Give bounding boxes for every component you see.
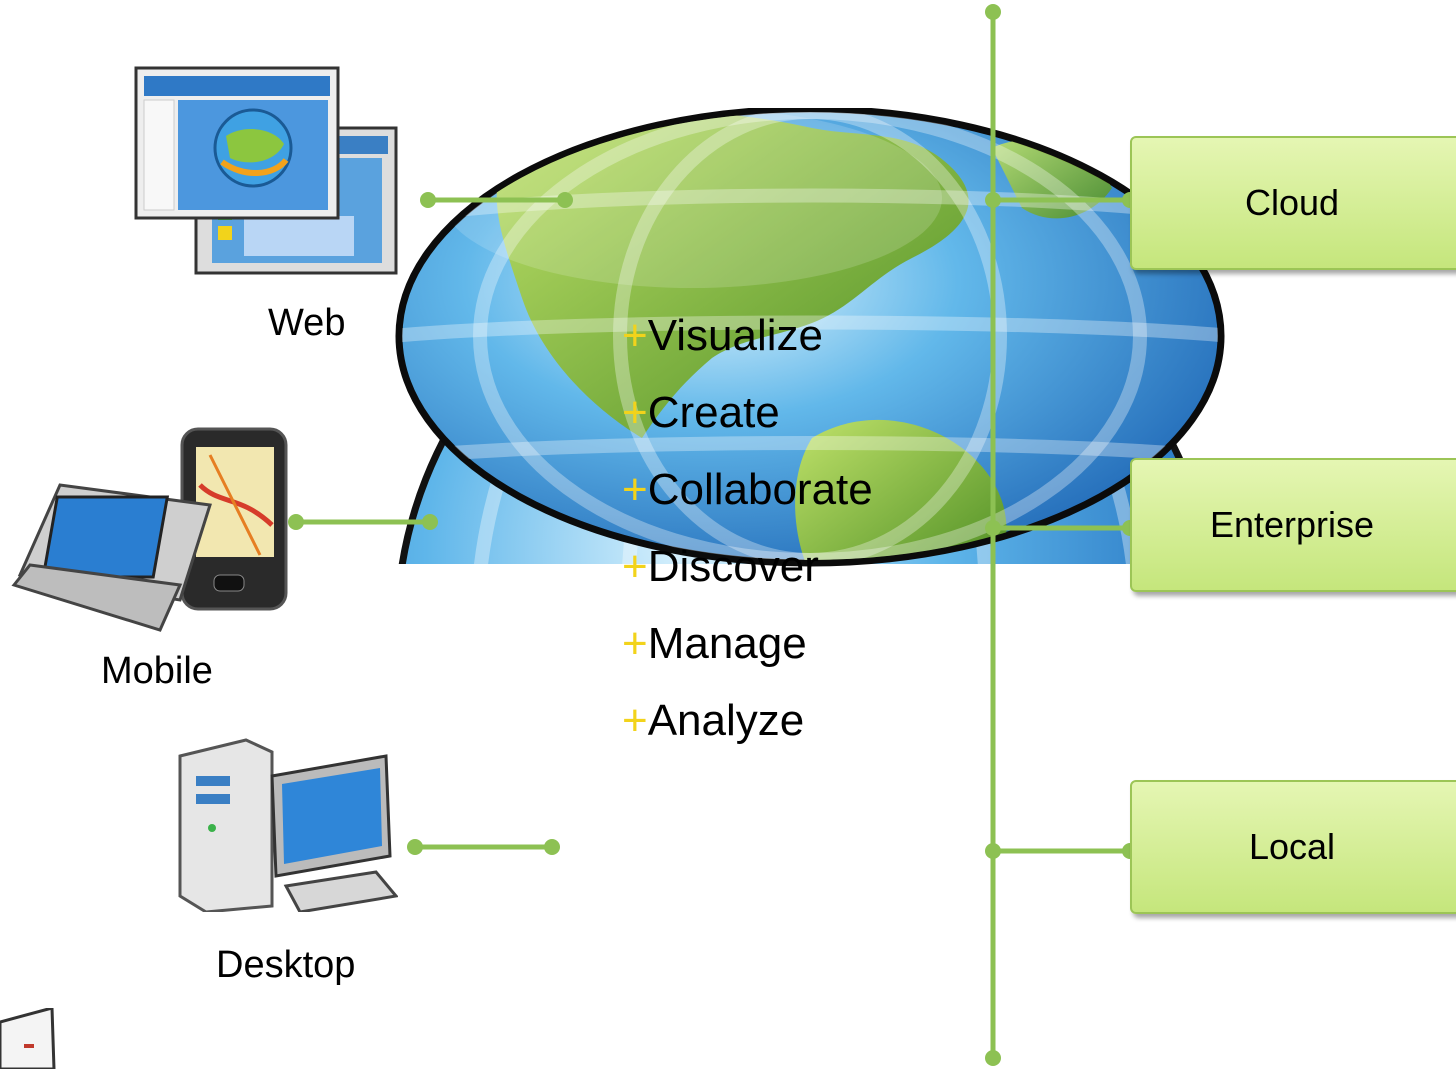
local-label: Local [1248, 826, 1336, 867]
capability-item: +Discover [622, 542, 819, 591]
local-box: Local [1130, 780, 1456, 914]
partial-graphic-icon [0, 1008, 56, 1069]
capability-item: +Manage [622, 619, 807, 668]
mobile-device-icon [11, 427, 288, 632]
capability-item: +Analyze [622, 696, 805, 745]
capability-list: +Visualize +Create +Collaborate +Discove… [622, 297, 873, 759]
cloud-box: Cloud [1130, 136, 1456, 270]
cloud-label: Cloud [1244, 182, 1340, 223]
mobile-label: Mobile [101, 650, 213, 692]
capability-item: +Collaborate [622, 465, 873, 514]
web-browser-icon [134, 66, 398, 275]
enterprise-box: Enterprise [1130, 458, 1456, 592]
capability-item: +Create [622, 388, 780, 437]
enterprise-label: Enterprise [1209, 504, 1375, 545]
web-label: Web [268, 302, 346, 344]
globe-body [395, 108, 1225, 567]
desktop-computer-icon [178, 738, 398, 912]
capability-item: +Visualize [622, 311, 823, 360]
desktop-label: Desktop [216, 944, 356, 986]
